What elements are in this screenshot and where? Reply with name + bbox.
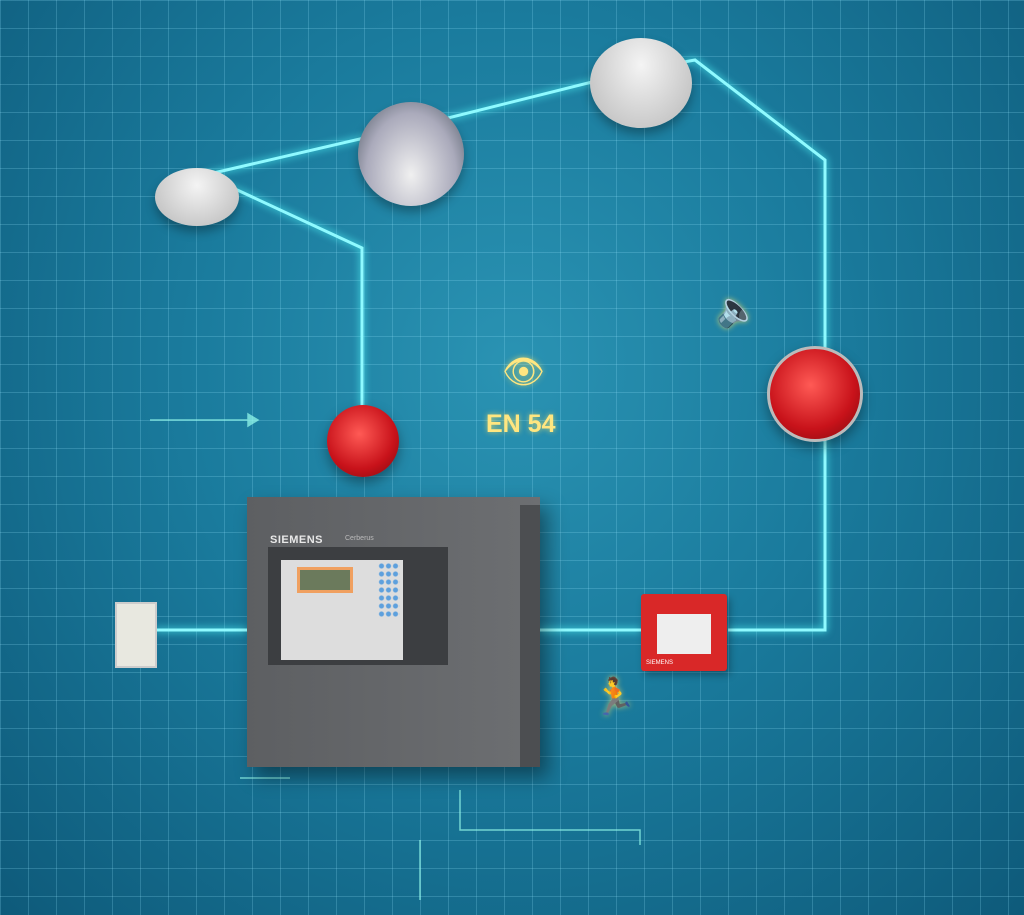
sounder-left — [327, 405, 399, 477]
smoke-detector-center — [358, 102, 464, 206]
keypad — [378, 562, 400, 617]
running-person-icon: 🏃 — [592, 676, 637, 717]
eye-icon: 👁 — [502, 353, 546, 391]
smoke-detector-left — [155, 168, 239, 226]
speaker-icon: 🔈 — [716, 291, 759, 329]
en54-label: EN 54 — [486, 410, 556, 438]
wire-left — [204, 173, 364, 410]
sounder-beacon-right — [767, 346, 863, 442]
panel-brand: SIEMENS — [270, 534, 324, 546]
call-point-brand: SIEMENS — [646, 660, 674, 666]
call-point-window — [657, 614, 711, 654]
panel-product: Cerberus — [345, 535, 374, 542]
lcd-display — [297, 567, 353, 593]
arrow-head — [247, 412, 260, 428]
smoke-detector-right — [590, 38, 692, 128]
deco-line — [459, 790, 641, 845]
interface-module — [115, 602, 157, 668]
panel-side — [520, 505, 540, 767]
